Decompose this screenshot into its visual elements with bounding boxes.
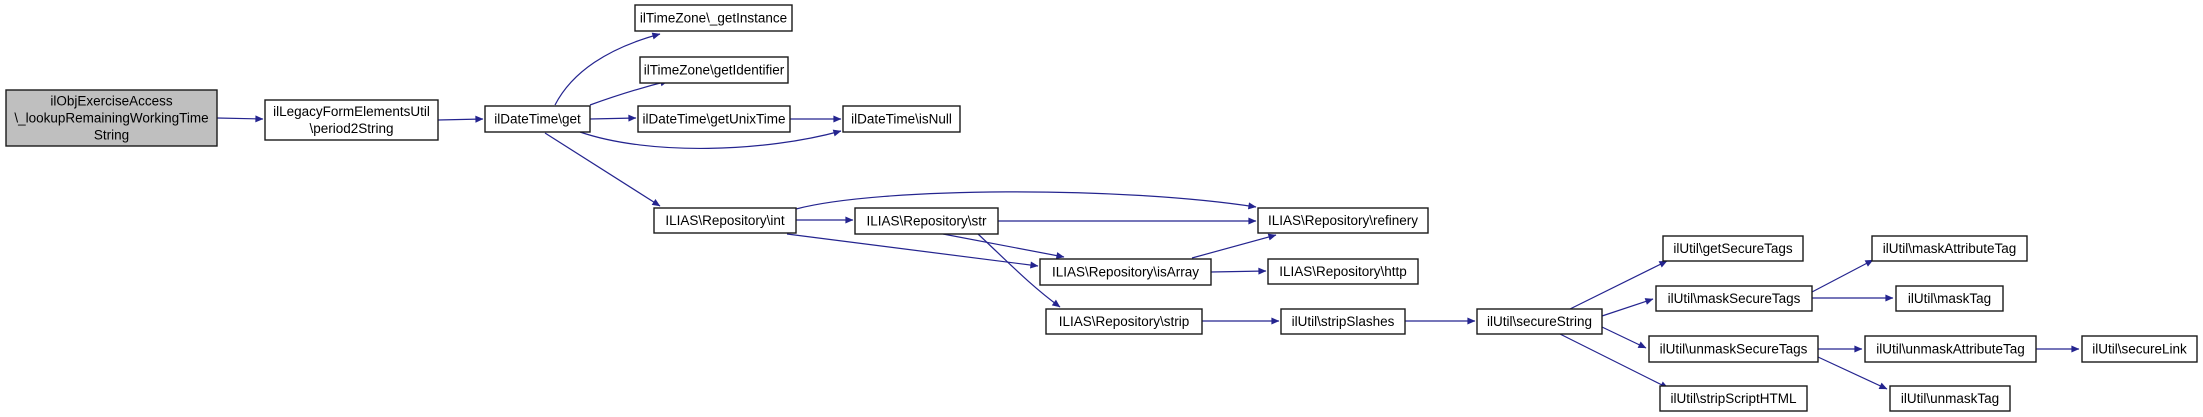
node-box[interactable] <box>1039 258 1212 286</box>
nodes-layer: ilObjExerciseAccess \_lookupRemainingWork… <box>5 4 2198 412</box>
node-box[interactable] <box>1889 385 2011 412</box>
node-box[interactable] <box>264 99 439 141</box>
node-label: ilObjExerciseAccess <box>50 94 173 109</box>
edge-7-10 <box>786 233 1039 269</box>
node-ilutil-masksecuretags[interactable]: ilUtil\maskSecureTags <box>1655 285 1813 312</box>
node-box[interactable] <box>1895 285 2004 312</box>
node-ilutil-securelink[interactable]: ilUtil\secureLink <box>2081 335 2198 363</box>
node-box[interactable] <box>1864 335 2037 363</box>
edge-16-19 <box>1811 259 1874 293</box>
node-box[interactable] <box>1871 235 2028 262</box>
edge-1-2 <box>437 115 484 123</box>
node-label: ILIAS\Repository\http <box>1279 264 1407 279</box>
node-label: ILIAS\Repository\int <box>665 213 785 228</box>
node-label: \period2String <box>309 121 393 136</box>
edge-2-4 <box>589 79 669 106</box>
node-label: ILIAS\Repository\str <box>866 214 987 229</box>
node-label: ilUtil\secureLink <box>2092 342 2187 357</box>
node-label: ilUtil\maskTag <box>1908 291 1991 306</box>
node-label: ilUtil\unmaskSecureTags <box>1660 342 1808 357</box>
node-ilutil-unmaskattributetag[interactable]: ilUtil\unmaskAttributeTag <box>1864 335 2037 363</box>
node-label: ilUtil\stripSlashes <box>1292 314 1395 329</box>
edge-2-7 <box>544 132 661 207</box>
edges-layer <box>216 32 2080 390</box>
node-ilutil-stripslashes[interactable]: ilUtil\stripSlashes <box>1280 308 1406 335</box>
node-ilutil-getsecuretags[interactable]: ilUtil\getSecureTags <box>1662 235 1804 262</box>
edge-10-9 <box>1191 233 1277 259</box>
node-ilias-repository-refinery[interactable]: ILIAS\Repository\refinery <box>1257 207 1429 234</box>
node-box[interactable] <box>653 207 797 234</box>
node-box[interactable] <box>2081 335 2198 363</box>
edge-2-3 <box>554 32 661 106</box>
node-box[interactable] <box>484 105 591 133</box>
node-box[interactable] <box>854 207 999 235</box>
node-box[interactable] <box>1257 207 1429 234</box>
node-label: String <box>94 128 129 143</box>
node-ildatetime-get[interactable]: ilDateTime\get <box>484 105 591 133</box>
node-ilias-repository-strip[interactable]: ILIAS\Repository\strip <box>1045 308 1203 335</box>
node-label: ILIAS\Repository\isArray <box>1052 265 1199 280</box>
node-box[interactable] <box>1045 308 1203 335</box>
node-label: ilUtil\getSecureTags <box>1673 241 1793 256</box>
edge-10-11 <box>1210 267 1267 275</box>
node-illegacyformelementsutil-period2string[interactable]: ilLegacyFormElementsUtil \period2String <box>264 99 439 141</box>
node-box-highlighted[interactable] <box>5 89 218 147</box>
node-ildatetime-isnull[interactable]: ilDateTime\isNull <box>842 105 961 133</box>
node-iltimezone-getidentifier[interactable]: ilTimeZone\getIdentifier <box>639 56 789 84</box>
edge-14-16 <box>1601 298 1654 317</box>
node-label: ilUtil\unmaskAttributeTag <box>1876 342 2025 357</box>
node-box[interactable] <box>1662 235 1804 262</box>
node-ilutil-securestring[interactable]: ilUtil\secureString <box>1476 308 1603 335</box>
node-ilobjexerciseaccess-lookupremainingworkingtimestring[interactable]: ilObjExerciseAccess \_lookupRemainingWork… <box>5 89 218 147</box>
node-label: ilUtil\maskAttributeTag <box>1883 241 2017 256</box>
edge-7-9 <box>795 191 1257 210</box>
node-label: ILIAS\Repository\refinery <box>1268 213 1418 228</box>
node-label: ilUtil\secureString <box>1487 314 1592 329</box>
edge-8-12 <box>977 233 1061 308</box>
node-ilias-repository-isarray[interactable]: ILIAS\Repository\isArray <box>1039 258 1212 286</box>
node-box[interactable] <box>1280 308 1406 335</box>
node-ilutil-masktag[interactable]: ilUtil\maskTag <box>1895 285 2004 312</box>
node-label: ILIAS\Repository\strip <box>1059 314 1190 329</box>
node-box[interactable] <box>639 56 789 84</box>
node-box[interactable] <box>1648 335 1819 363</box>
edge-8-10 <box>942 233 1065 260</box>
node-label: ilDateTime\getUnixTime <box>642 112 785 127</box>
node-box[interactable] <box>634 4 793 32</box>
node-ilutil-stripscripthtml[interactable]: ilUtil\stripScriptHTML <box>1659 385 1808 412</box>
node-iltimezone-getinstance[interactable]: ilTimeZone\_getInstance <box>634 4 793 32</box>
edge-2-6 <box>579 129 842 150</box>
node-ilias-repository-http[interactable]: ILIAS\Repository\http <box>1267 258 1419 285</box>
node-ildatetime-getunixtime[interactable]: ilDateTime\getUnixTime <box>637 105 791 133</box>
edge-2-5 <box>589 114 637 122</box>
node-ilutil-maskattributetag[interactable]: ilUtil\maskAttributeTag <box>1871 235 2028 262</box>
node-ilutil-unmasksecuretags[interactable]: ilUtil\unmaskSecureTags <box>1648 335 1819 363</box>
node-label: ilTimeZone\getIdentifier <box>644 63 785 78</box>
node-label: ilDateTime\get <box>494 112 581 127</box>
node-label: \_lookupRemainingWorkingTime <box>14 111 208 126</box>
node-box[interactable] <box>1655 285 1813 312</box>
node-box[interactable] <box>1267 258 1419 285</box>
node-label: ilDateTime\isNull <box>851 112 952 127</box>
edge-14-18 <box>1559 333 1669 389</box>
node-ilias-repository-str[interactable]: ILIAS\Repository\str <box>854 207 999 235</box>
node-box[interactable] <box>842 105 961 133</box>
node-ilias-repository-int[interactable]: ILIAS\Repository\int <box>653 207 797 234</box>
node-box[interactable] <box>1476 308 1603 335</box>
edge-0-1 <box>216 115 264 123</box>
edge-14-15 <box>1569 260 1668 310</box>
node-ilutil-unmasktag[interactable]: ilUtil\unmaskTag <box>1889 385 2011 412</box>
edge-14-17 <box>1601 326 1647 349</box>
node-label: ilUtil\unmaskTag <box>1901 391 1999 406</box>
node-box[interactable] <box>1659 385 1808 412</box>
node-label: ilTimeZone\_getInstance <box>640 11 787 26</box>
node-label: ilUtil\maskSecureTags <box>1668 291 1801 306</box>
node-label: ilLegacyFormElementsUtil <box>273 104 430 119</box>
edge-17-23 <box>1817 356 1888 390</box>
node-box[interactable] <box>637 105 791 133</box>
node-label: ilUtil\stripScriptHTML <box>1670 391 1797 406</box>
